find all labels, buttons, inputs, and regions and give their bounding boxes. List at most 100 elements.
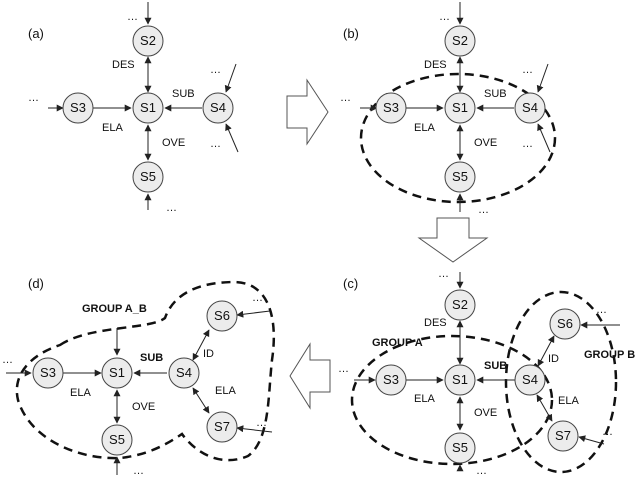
svg-text:S5: S5 — [452, 169, 468, 184]
node-s7: S7 — [206, 411, 238, 443]
edge-in-s7 — [236, 425, 273, 433]
svg-text:S1: S1 — [452, 372, 468, 387]
edge-label-ove: OVE — [162, 137, 185, 149]
dots: … — [338, 363, 349, 375]
edge-label-ela: ELA — [215, 385, 236, 397]
edge-label-ela: ELA — [414, 122, 435, 134]
svg-text:S1: S1 — [140, 100, 156, 115]
node-s5: S5 — [444, 161, 476, 193]
dots: … — [28, 92, 39, 104]
panel-a: (a) DES SUB ELA OVE … … … … … S2 S1 S3 S… — [28, 2, 239, 214]
dots: … — [478, 204, 489, 216]
group-a-b-label: GROUP A_B — [82, 303, 147, 315]
edge-label-des: DES — [424, 317, 447, 329]
dots: … — [522, 64, 533, 76]
node-s5: S5 — [101, 424, 133, 456]
edge-label-sub: SUB — [172, 88, 195, 100]
svg-text:S2: S2 — [452, 297, 468, 312]
svg-text:S1: S1 — [109, 365, 125, 380]
panel-a-label: (a) — [28, 26, 44, 41]
edge-label-sub: SUB — [484, 88, 507, 100]
svg-text:S2: S2 — [452, 33, 468, 48]
panel-b: (b) DES SUB ELA OVE … … … … … S2 S1 S3 S… — [340, 2, 557, 216]
node-s1: S1 — [444, 364, 476, 396]
node-s3: S3 — [62, 92, 94, 124]
dots: … — [596, 304, 607, 316]
svg-text:S6: S6 — [214, 308, 230, 323]
panel-d-label: (d) — [28, 276, 44, 291]
edge-s4-s6 — [537, 335, 555, 367]
node-s1: S1 — [132, 92, 164, 124]
group-a-b-boundary — [15, 280, 276, 462]
svg-text:S6: S6 — [557, 316, 573, 331]
svg-text:S3: S3 — [383, 100, 399, 115]
edge-label-ove: OVE — [132, 401, 155, 413]
node-s6: S6 — [549, 308, 581, 340]
svg-text:S4: S4 — [522, 100, 538, 115]
dots: … — [476, 465, 487, 477]
dots: … — [210, 64, 221, 76]
dots: … — [438, 268, 449, 280]
node-s7: S7 — [547, 420, 579, 452]
panel-d: (d) GROUP A_B SUB ELA OVE ID ELA … … … …… — [2, 276, 276, 477]
node-s6: S6 — [206, 300, 238, 332]
node-s5: S5 — [132, 161, 164, 193]
dots: … — [439, 11, 450, 23]
edge-in-s7 — [578, 435, 605, 445]
node-s2: S2 — [444, 25, 476, 57]
panel-c-label: (c) — [343, 276, 358, 291]
svg-text:S7: S7 — [214, 419, 230, 434]
edge-in-s4-bottom — [537, 123, 551, 153]
svg-text:S4: S4 — [210, 100, 226, 115]
right-arrow-icon — [286, 78, 329, 146]
edge-s4-s7 — [192, 387, 210, 414]
node-s4: S4 — [514, 92, 546, 124]
edge-label-sub: SUB — [484, 360, 507, 372]
edge-in-s4-bottom — [225, 123, 239, 153]
edge-in-s6 — [236, 310, 271, 318]
panel-c: (c) GROUP A GROUP B DES SUB ELA OVE ID E… — [338, 268, 635, 477]
edge-label-ove: OVE — [474, 407, 497, 419]
dots: … — [252, 292, 263, 304]
edge-label-id: ID — [548, 353, 559, 365]
dots: … — [133, 465, 144, 477]
svg-text:S2: S2 — [140, 33, 156, 48]
svg-text:S4: S4 — [176, 365, 192, 380]
edge-label-ove: OVE — [474, 137, 497, 149]
node-s4: S4 — [202, 92, 234, 124]
svg-text:S1: S1 — [452, 100, 468, 115]
edge-label-des: DES — [424, 59, 447, 71]
panel-b-label: (b) — [343, 26, 359, 41]
dots: … — [127, 11, 138, 23]
edge-s4-s6 — [192, 329, 210, 361]
dots: … — [210, 138, 221, 150]
group-a-label: GROUP A — [372, 337, 423, 349]
node-s3: S3 — [32, 357, 64, 389]
edge-label-ela: ELA — [558, 395, 579, 407]
edge-label-sub: SUB — [140, 352, 163, 364]
group-b-label: GROUP B — [584, 349, 635, 361]
dots: … — [340, 92, 351, 104]
svg-text:S4: S4 — [522, 372, 538, 387]
svg-text:S3: S3 — [383, 372, 399, 387]
node-s2: S2 — [444, 289, 476, 321]
edge-label-ela: ELA — [414, 393, 435, 405]
dots: … — [166, 202, 177, 214]
edge-label-ela: ELA — [102, 122, 123, 134]
dots: … — [602, 426, 613, 438]
node-s3: S3 — [375, 364, 407, 396]
node-s3: S3 — [375, 92, 407, 124]
edge-s4-s7 — [536, 394, 553, 422]
svg-text:S3: S3 — [40, 365, 56, 380]
dots: … — [2, 354, 13, 366]
edge-in-s4-top — [224, 63, 237, 93]
edge-label-des: DES — [112, 59, 135, 71]
svg-text:S5: S5 — [452, 440, 468, 455]
node-s2: S2 — [132, 25, 164, 57]
group-b-boundary — [504, 290, 618, 474]
edge-in-s4-top — [536, 63, 549, 93]
node-s5: S5 — [444, 432, 476, 464]
edge-label-id: ID — [203, 348, 214, 360]
down-arrow-icon — [417, 217, 489, 263]
